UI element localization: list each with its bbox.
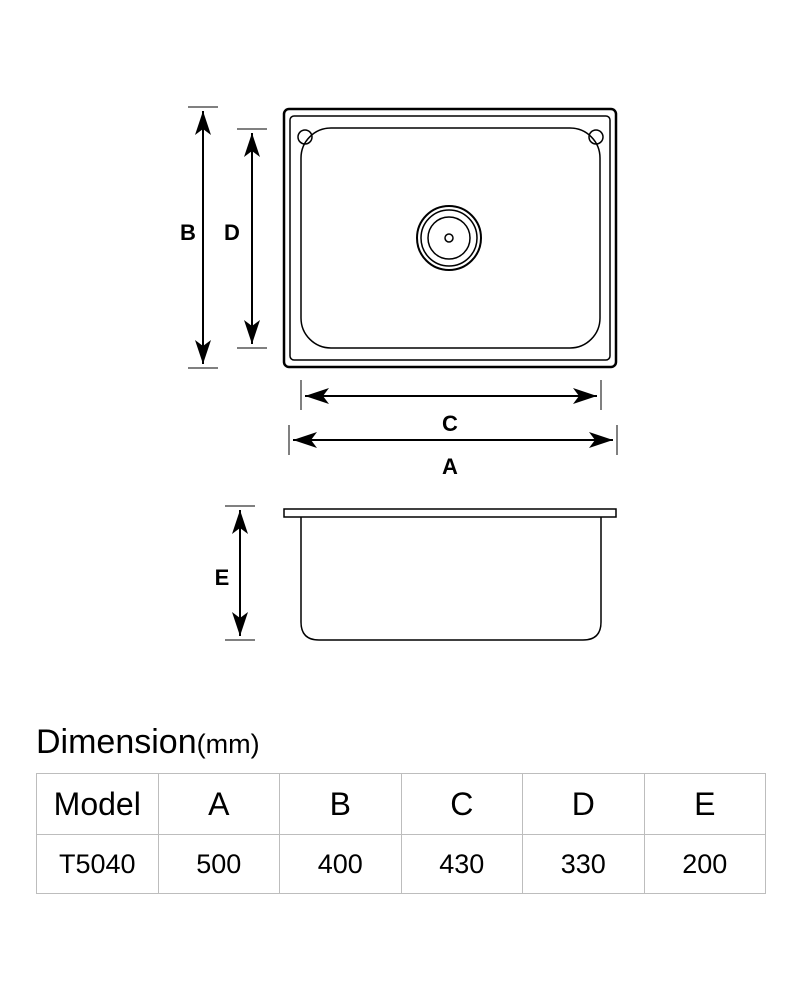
sink-bowl-outline [300,127,601,349]
cell-model: T5040 [36,834,159,894]
cell-b: 400 [279,834,402,894]
tap-hole-left [297,129,313,145]
dimension-e-label: E [215,565,230,590]
column-header-e: E [643,773,766,835]
sink-side-view [283,508,617,641]
cell-e: 200 [643,834,766,894]
dimension-e: E [215,505,255,641]
table-row: T5040 500 400 430 330 200 [36,834,766,894]
dimension-table: Model A B C D E T5040 500 400 430 330 20… [36,773,766,894]
dimension-a-label: A [442,454,458,479]
sink-dimension-drawing: B D C A E [180,106,618,641]
cell-a: 500 [157,834,280,894]
dimension-b-label: B [180,220,196,245]
dimension-unit: (mm) [196,729,260,759]
sink-top-view [282,107,618,369]
cell-d: 330 [522,834,645,894]
cell-c: 430 [400,834,523,894]
sink-inner-rim [289,115,611,361]
sink-outer-rim [282,107,618,369]
drain-icon [416,205,482,271]
dimension-a: A [288,425,618,479]
column-header-c: C [400,773,523,835]
dimension-b: B [180,106,218,369]
column-header-b: B [279,773,402,835]
dimension-d: D [224,128,267,349]
dimension-c-label: C [442,411,458,436]
table-header-row: Model A B C D E [36,773,766,835]
dimension-c: C [300,380,602,436]
sink-side-rim [283,508,617,518]
column-header-d: D [522,773,645,835]
column-header-model: Model [36,773,159,835]
dimension-heading-text: Dimension [36,723,197,761]
dimension-heading: Dimension(mm) [36,722,260,764]
tap-hole-right [588,129,604,145]
dimension-d-label: D [224,220,240,245]
column-header-a: A [157,773,280,835]
sink-side-bowl [300,517,602,641]
